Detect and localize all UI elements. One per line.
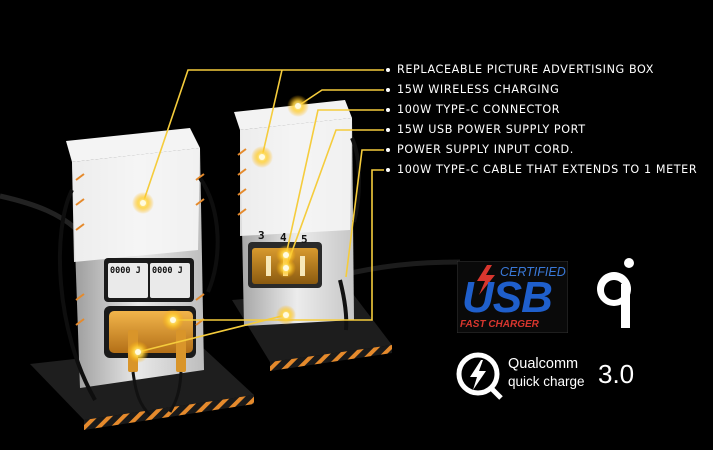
usb-certified-text: CERTIFIED <box>500 265 566 279</box>
feature-type-c-connector: 100W TYPE-C CONNECTOR <box>386 103 560 116</box>
background-cable <box>0 193 77 230</box>
bullet-icon <box>386 147 390 152</box>
callout-lines <box>137 69 384 353</box>
feature-label: 15W WIRELESS CHARGING <box>397 83 560 96</box>
usb-fast-charger-text: FAST CHARGER <box>460 319 539 330</box>
left-display-reading: 0000 J <box>110 266 141 276</box>
usb-certified-logo <box>457 261 568 333</box>
feature-input-cord: POWER SUPPLY INPUT CORD. <box>386 143 574 156</box>
counter-digit: 4 <box>280 231 287 244</box>
feature-label: POWER SUPPLY INPUT CORD. <box>397 143 574 156</box>
bullet-icon <box>386 127 390 132</box>
usb-bolt-icon <box>477 265 495 295</box>
feature-label: REPLACEABLE PICTURE ADVERTISING BOX <box>397 63 654 76</box>
qualcomm-bolt-icon <box>470 360 486 390</box>
qi-logo-icon <box>597 258 634 328</box>
feature-label: 15W USB POWER SUPPLY PORT <box>397 123 586 136</box>
feature-label: 100W TYPE-C CONNECTOR <box>397 103 561 116</box>
bullet-icon <box>386 167 390 172</box>
right-display-reading: 0000 J <box>152 266 183 276</box>
feature-usb-port: 15W USB POWER SUPPLY PORT <box>386 123 586 136</box>
feature-wireless-charging: 15W WIRELESS CHARGING <box>386 83 559 96</box>
usb-logo-text: USB <box>462 273 553 322</box>
quick-charge-version: 3.0 <box>598 359 635 389</box>
counter-digit: 5 <box>301 233 308 246</box>
qualcomm-quick-charge-logo <box>456 352 503 400</box>
quick-charge-text: quick charge <box>508 374 585 389</box>
feature-advertising-box: REPLACEABLE PICTURE ADVERTISING BOX <box>386 63 654 76</box>
bullet-icon <box>386 107 390 112</box>
bullet-icon <box>386 67 390 72</box>
counter-digit: 3 <box>258 229 265 242</box>
feature-label: 100W TYPE-C CABLE THAT EXTENDS TO 1 METE… <box>397 163 698 176</box>
highlight-points <box>127 95 309 363</box>
qualcomm-brand-text: Qualcomm <box>508 356 579 372</box>
right-charging-unit <box>234 100 361 331</box>
feature-type-c-cable: 100W TYPE-C CABLE THAT EXTENDS TO 1 METE… <box>386 163 697 176</box>
bullet-icon <box>386 87 390 92</box>
